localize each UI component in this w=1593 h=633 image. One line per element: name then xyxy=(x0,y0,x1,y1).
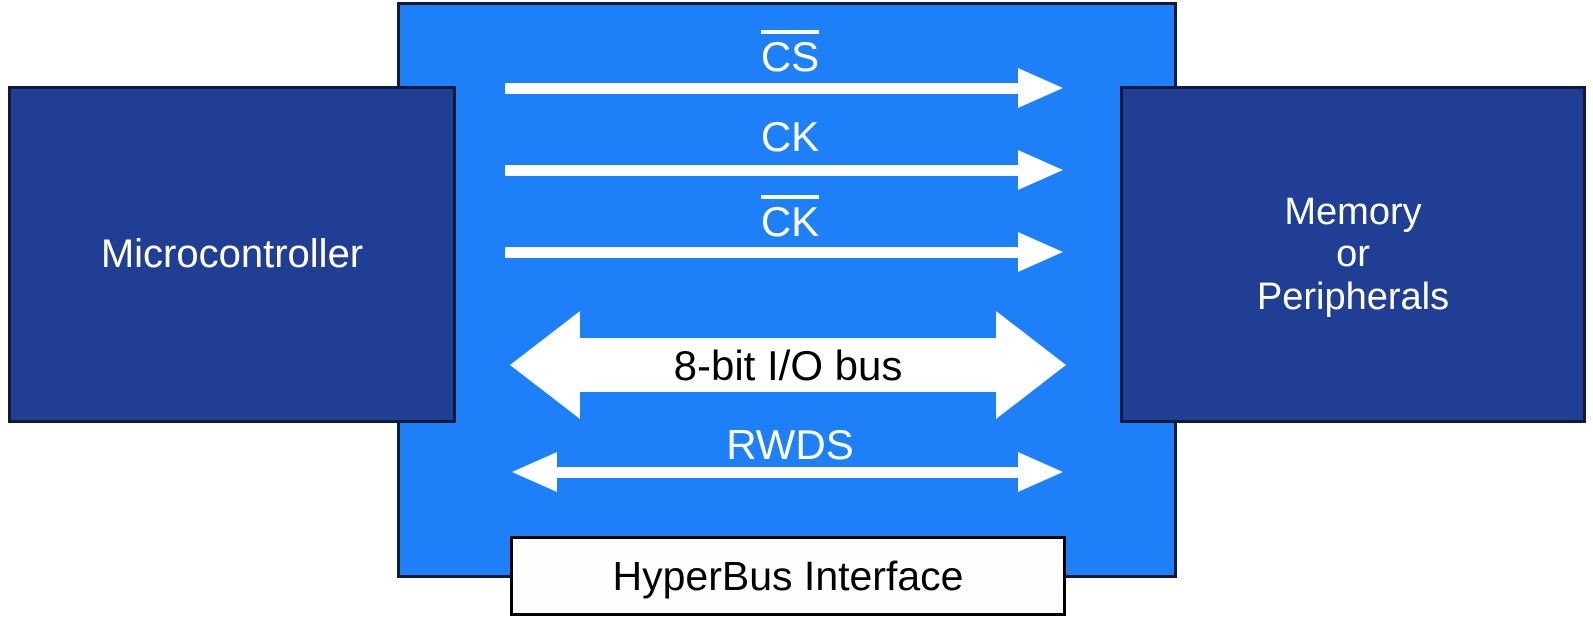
signal-label-cs-text: CS xyxy=(760,30,820,78)
signal-arrow-io-bus-head-right xyxy=(996,311,1066,419)
signal-label-ck-bar-text: CK xyxy=(760,195,820,243)
signal-arrow-ck-bar xyxy=(505,232,1063,272)
signal-arrow-rwds-head-left xyxy=(512,452,557,492)
signal-label-rwds-text: RWDS xyxy=(726,421,854,468)
signal-arrow-rwds-shaft xyxy=(557,467,1018,478)
signal-arrow-cs xyxy=(505,68,1063,108)
signal-label-rwds: RWDS xyxy=(690,424,890,466)
signal-arrow-rwds-head-right xyxy=(1018,452,1063,492)
signal-arrow-cs-shaft xyxy=(505,83,1018,94)
signal-arrow-ck-bar-head xyxy=(1018,232,1063,272)
signal-label-ck: CK xyxy=(690,116,890,158)
signal-arrow-ck-shaft xyxy=(505,165,1018,176)
memory-peripherals-line-3: Peripherals xyxy=(1256,275,1450,318)
memory-peripherals-label-group: Memory or Peripherals xyxy=(1257,191,1449,319)
signal-arrow-cs-head xyxy=(1018,68,1063,108)
hyperbus-interface-label: HyperBus Interface xyxy=(612,552,964,599)
memory-peripherals-line-1: Memory xyxy=(1284,190,1422,233)
microcontroller-label: Microcontroller xyxy=(100,232,364,277)
signal-label-io-bus: 8-bit I/O bus xyxy=(673,342,903,389)
signal-label-ck-bar: CK xyxy=(690,195,890,243)
signal-label-cs: CS xyxy=(690,30,890,78)
microcontroller-block: Microcontroller xyxy=(8,86,456,423)
signal-arrow-rwds xyxy=(512,452,1063,492)
hyperbus-interface-box: HyperBus Interface xyxy=(510,536,1066,616)
signal-arrow-ck-head xyxy=(1018,150,1063,190)
memory-peripherals-block: Memory or Peripherals xyxy=(1120,86,1586,423)
signal-arrow-io-bus-head-left xyxy=(510,311,580,419)
signal-arrow-ck-bar-shaft xyxy=(505,247,1018,258)
signal-arrow-io-bus: 8-bit I/O bus xyxy=(510,311,1066,419)
signal-arrow-io-bus-shaft xyxy=(578,338,998,392)
memory-peripherals-line-2: or xyxy=(1336,233,1370,276)
signal-arrow-ck xyxy=(505,150,1063,190)
signal-label-ck-text: CK xyxy=(760,113,820,160)
